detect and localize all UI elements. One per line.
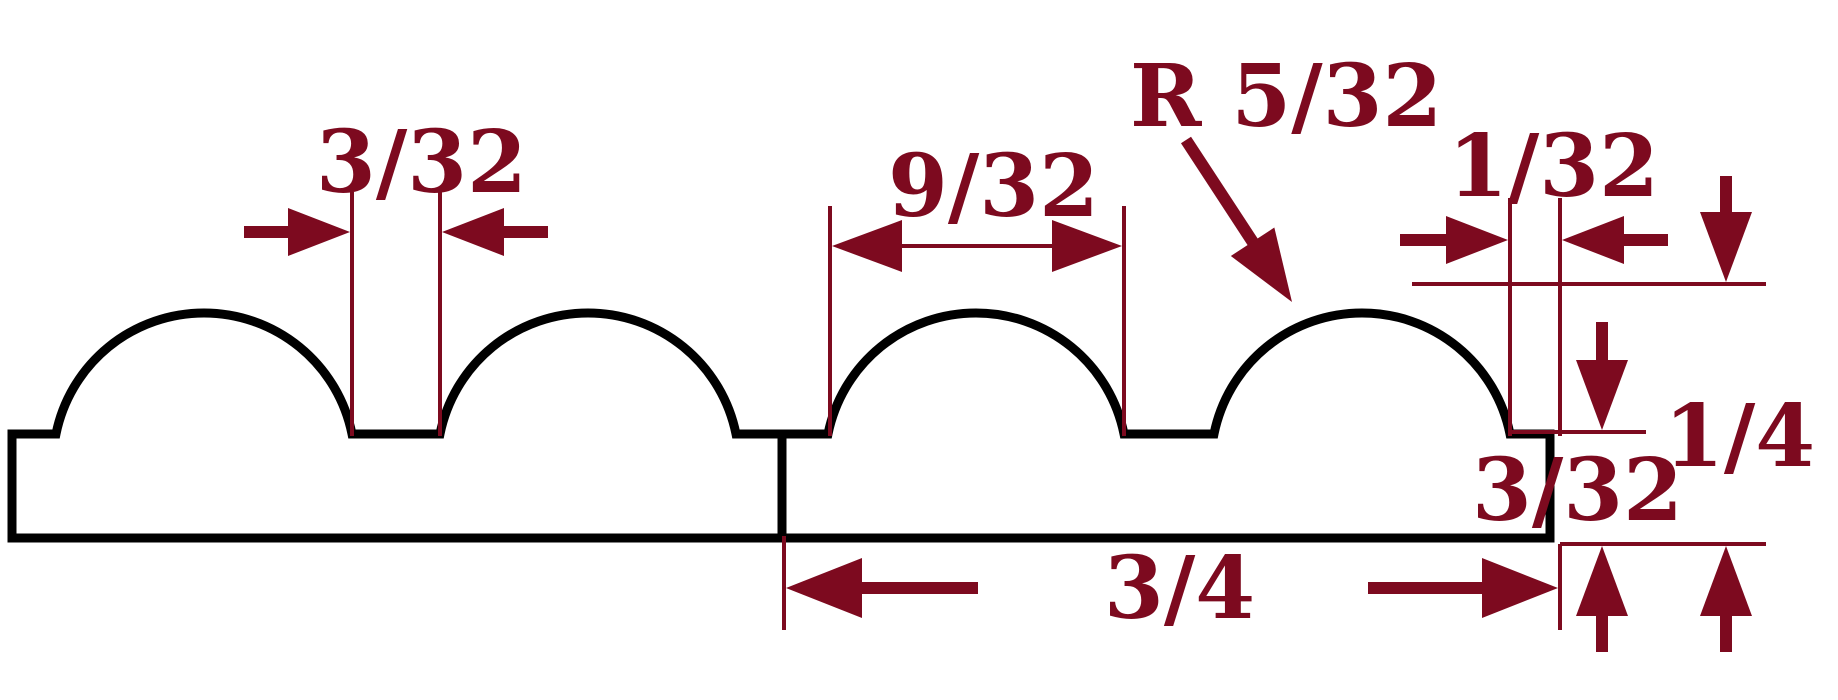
base-top-arrow-head [1576,360,1628,430]
pattern-length-label: 3/4 [1104,538,1255,639]
step-right-arrow-head [1562,216,1624,264]
bead-left-arrow [832,220,902,272]
bead-left-arrow-head [832,220,902,272]
base-thickness-label: 3/32 [1472,440,1683,541]
length-left-arrow-head [786,558,862,618]
length-right-arrow [1368,558,1558,618]
gap-left-arrow [244,208,350,256]
step-left-arrow-head [1446,216,1508,264]
radius-leader-arrow [1180,136,1292,302]
bead-right-arrow [1052,220,1122,272]
bead-right-arrow-head [1052,220,1122,272]
step-left-arrow [1400,216,1508,264]
profile-outline [7,308,1555,543]
dimension-lines [350,176,1766,652]
radius-label: R 5/32 [1130,46,1442,147]
dimension-arrows [244,136,1752,652]
height-bottom-arrow-head [1700,546,1752,616]
base-bottom-arrow [1576,546,1628,652]
dimension-labels: 3/32 9/32 R 5/32 1/32 1/4 3/32 3/4 [316,46,1815,639]
length-left-arrow [786,558,978,618]
height-bottom-arrow [1700,546,1752,652]
gap-left-arrow-head [288,208,350,256]
bead-width-label: 9/32 [888,136,1099,237]
radius-leader-arrow-head [1230,227,1292,302]
step-width-label: 1/32 [1448,116,1659,217]
height-top-arrow-head [1700,212,1752,282]
height-label: 1/4 [1664,386,1815,487]
gap-right-arrow-head [442,208,504,256]
base-top-arrow [1576,322,1628,430]
gap-right-arrow [442,208,548,256]
step-right-arrow [1562,216,1668,264]
length-right-arrow-head [1482,558,1558,618]
height-top-arrow [1700,176,1752,282]
base-bottom-arrow-head [1576,546,1628,616]
gap-width-label: 3/32 [316,112,527,213]
radius-leader-arrow-shaft [1180,136,1259,247]
